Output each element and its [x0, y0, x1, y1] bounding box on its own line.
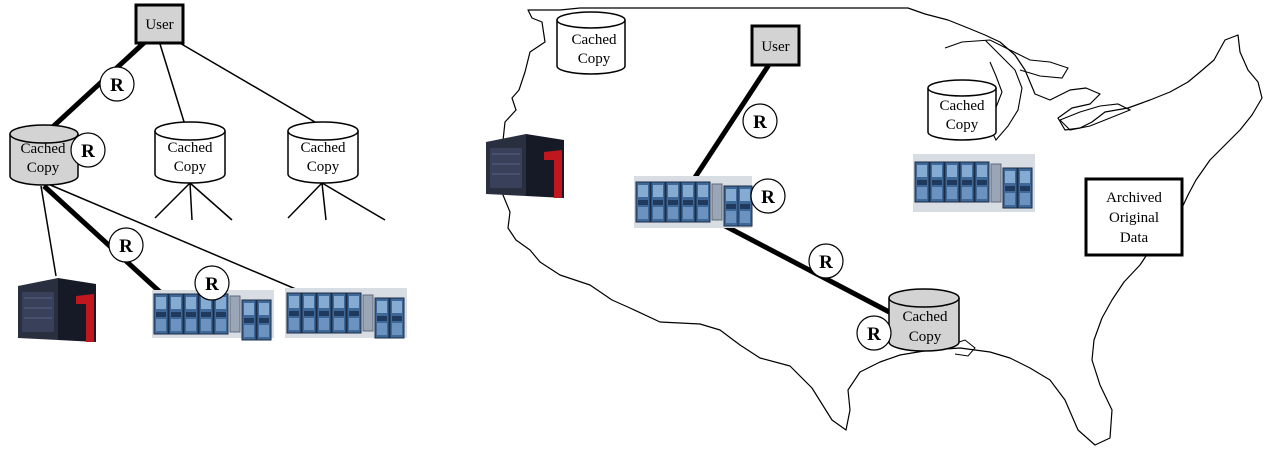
map-cache-gulf-line1: Cached — [903, 309, 948, 325]
map-link-rack-to-gulf-cache — [708, 215, 897, 318]
map-archive-line2: Original — [1109, 210, 1159, 226]
map-r-marker: R — [856, 315, 892, 351]
map-cache-northwest-line2: Copy — [578, 51, 611, 67]
tree-branch — [321, 182, 386, 221]
svg-text:R: R — [867, 324, 881, 345]
tree-cache-left-line2: Copy — [27, 160, 60, 176]
tree-cache-mid: Cached Copy — [154, 121, 226, 184]
map-link-user-to-rack — [689, 58, 775, 184]
map-rack-cluster-icon — [634, 176, 753, 228]
gulf-coast-detail — [949, 339, 976, 357]
svg-text:R: R — [753, 112, 767, 133]
tree-cray-computer-icon — [17, 277, 97, 343]
map-r-marker: R — [742, 103, 778, 139]
tree-cache-mid-line1: Cached — [168, 140, 213, 156]
map-cache-gulf: Cached Copy — [888, 288, 960, 352]
tree-link-cache-to-rack-b — [47, 183, 299, 291]
tree-link-user-to-left-cache — [43, 38, 149, 136]
map-cache-greatlakes-line2: Copy — [946, 117, 979, 133]
tree-user-node: User — [134, 3, 185, 45]
svg-text:R: R — [81, 141, 95, 162]
tree-cache-left: Cached Copy — [9, 124, 79, 186]
tree-r-marker: R — [99, 66, 135, 102]
tree-r-marker: R — [194, 265, 230, 301]
tree-branch — [189, 182, 233, 221]
map-cache-greatlakes-line1: Cached — [940, 98, 985, 114]
map-user-label: User — [761, 39, 789, 55]
tree-cache-right: Cached Copy — [287, 121, 359, 184]
tree-link-cache-to-cray — [40, 185, 57, 277]
map-archive-line1: Archived — [1106, 190, 1162, 206]
us-outline — [499, 7, 1263, 446]
map-cray-computer-icon — [485, 133, 565, 199]
map-user-node: User — [750, 24, 801, 67]
tree-cache-left-line1: Cached — [21, 141, 66, 157]
svg-text:R: R — [110, 75, 124, 96]
svg-text:R: R — [761, 187, 775, 208]
map-cache-northwest: Cached Copy — [556, 11, 626, 75]
tree-r-marker: R — [108, 227, 144, 263]
map-cache-greatlakes: Cached Copy — [927, 79, 997, 141]
map-cache-gulf-line2: Copy — [909, 329, 942, 345]
tree-cache-right-line1: Cached — [301, 140, 346, 156]
great-lakes — [944, 39, 1132, 141]
tree-rack-cluster-icon — [285, 288, 407, 339]
tree-cache-right-line2: Copy — [307, 159, 340, 175]
map-r-marker: R — [808, 243, 844, 279]
us-map: Cached Copy User Cached Copy — [485, 7, 1263, 446]
svg-text:R: R — [819, 252, 833, 273]
map-cache-northwest-line1: Cached — [572, 32, 617, 48]
tree-cache-mid-line2: Copy — [174, 159, 207, 175]
tree-branch — [154, 182, 191, 219]
map-rack-cluster-icon — [913, 154, 1035, 212]
tree-r-marker: R — [70, 132, 106, 168]
tree-branch — [287, 182, 323, 219]
tree-branch — [321, 182, 327, 221]
tree-branch — [189, 182, 193, 221]
map-archive-line3: Data — [1120, 230, 1149, 246]
tree-diagram: User Cached Copy Cached Copy Cached Copy… — [9, 3, 407, 343]
tree-link-cache-to-rack-a — [42, 184, 162, 294]
map-r-marker: R — [750, 178, 786, 214]
tree-link-user-to-right-cache — [177, 41, 321, 126]
map-archive-node: Archived Original Data — [1084, 177, 1184, 257]
tree-link-user-to-mid-cache — [159, 43, 186, 126]
svg-text:R: R — [205, 274, 219, 295]
tree-user-label: User — [145, 17, 173, 33]
svg-text:R: R — [119, 236, 133, 257]
